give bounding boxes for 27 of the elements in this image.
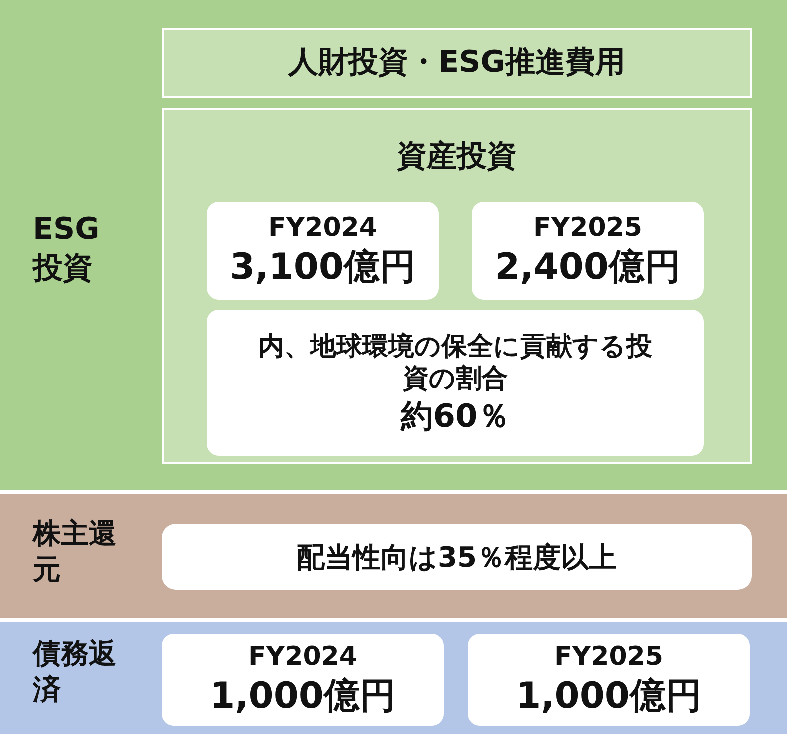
card-text: FY2024 bbox=[268, 212, 378, 245]
section-title: ESG投資 bbox=[33, 211, 101, 288]
ratio-card bbox=[207, 310, 704, 456]
value-card bbox=[207, 202, 439, 300]
value-card bbox=[468, 634, 750, 726]
value-card bbox=[162, 634, 444, 726]
value-card bbox=[472, 202, 704, 300]
card-value: 2,400億円 bbox=[495, 246, 681, 290]
card-text: FY2024 bbox=[248, 641, 358, 674]
card-value: 3,100億円 bbox=[230, 246, 416, 290]
card-text: 内、地球環境の保全に貢献する投資の割合 bbox=[258, 330, 654, 396]
section-band bbox=[0, 0, 787, 490]
section-title: 債務返済 bbox=[33, 636, 117, 708]
panel-title: 人財投資・ESG推進費用 bbox=[288, 44, 626, 82]
card-text: FY2025 bbox=[534, 212, 642, 245]
section-band bbox=[0, 494, 787, 618]
card-value: 約60％ bbox=[401, 396, 510, 436]
policy-card bbox=[162, 524, 752, 590]
card-value: 1,000億円 bbox=[516, 674, 702, 719]
heading-box bbox=[162, 28, 752, 98]
card-text: 配当性向は35％程度以上 bbox=[297, 540, 617, 574]
section-title: 株主還元 bbox=[33, 516, 117, 588]
card-value: 1,000億円 bbox=[210, 674, 396, 719]
group-panel bbox=[162, 108, 752, 464]
panel-title: 資産投資 bbox=[397, 138, 517, 176]
card-text: FY2025 bbox=[554, 641, 664, 674]
section-band bbox=[0, 622, 787, 734]
